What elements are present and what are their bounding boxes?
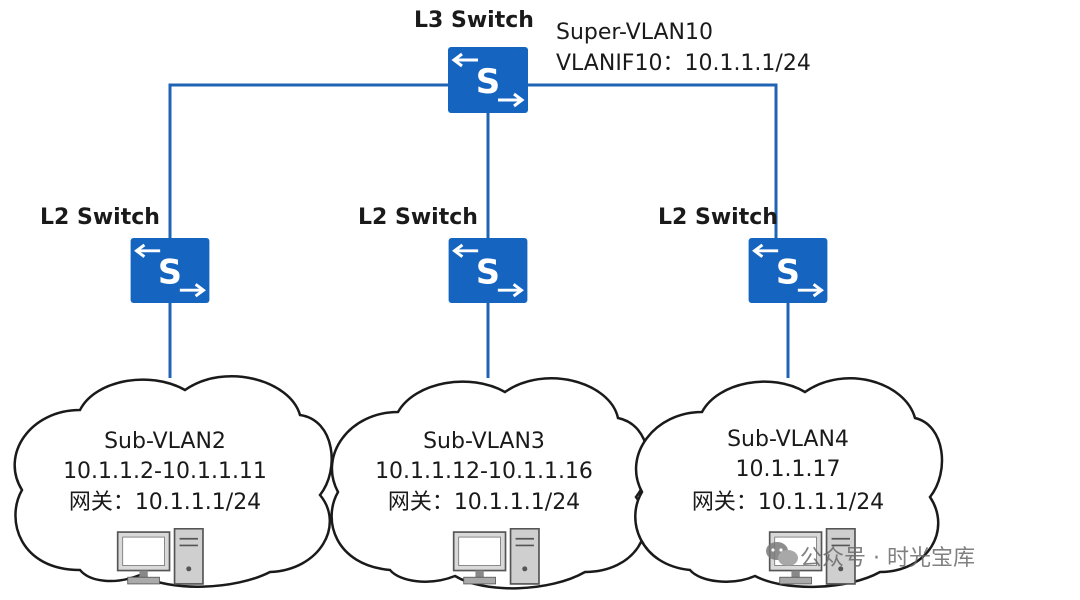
watermark-text: 公众号 · 时光宝库	[800, 546, 975, 571]
sub-vlan-range: 10.1.1.2-10.1.1.11	[63, 459, 267, 484]
sub-vlan-gateway: 网关：10.1.1.1/24	[692, 490, 884, 515]
cloud-sub-vlan3	[330, 377, 650, 590]
sub-vlan-range: 10.1.1.12-10.1.1.16	[375, 459, 593, 484]
switch-icon	[448, 238, 528, 303]
sub-vlan-name: Sub-VLAN2	[104, 429, 226, 454]
l2-switch-label: L2 Switch	[358, 205, 478, 230]
wechat-icon	[766, 542, 798, 566]
cloud-sub-vlan4	[634, 377, 944, 589]
link-l3-to-l2-left	[168, 83, 448, 238]
sub-vlan-gateway: 网关：10.1.1.1/24	[388, 490, 580, 515]
sub-vlan-name: Sub-VLAN4	[727, 427, 849, 452]
switch-icon	[448, 47, 528, 113]
cloud-sub-vlan2	[13, 375, 333, 588]
sub-vlan3-info: Sub-VLAN3 10.1.1.12-10.1.1.16 网关：10.1.1.…	[375, 429, 593, 515]
l2-switch-left[interactable]: L2 Switch	[40, 205, 210, 303]
l2-switch-middle[interactable]: L2 Switch	[358, 205, 528, 303]
sub-vlan-gateway: 网关：10.1.1.1/24	[69, 490, 261, 515]
sub-vlan2-info: Sub-VLAN2 10.1.1.2-10.1.1.11 网关：10.1.1.1…	[63, 429, 267, 515]
sub-vlan-range: 10.1.1.17	[736, 457, 841, 482]
l2-switch-right[interactable]: L2 Switch	[658, 205, 828, 303]
links	[168, 83, 790, 378]
super-vlan-label: Super-VLAN10	[556, 20, 713, 45]
l2-switch-label: L2 Switch	[658, 205, 778, 230]
vlanif-label: VLANIF10：10.1.1.1/24	[556, 51, 811, 76]
sub-vlan-name: Sub-VLAN3	[423, 429, 545, 454]
l3-switch[interactable]: L3 Switch	[414, 8, 534, 113]
l3-switch-label: L3 Switch	[414, 8, 534, 33]
watermark: 公众号 · 时光宝库	[766, 542, 975, 571]
switch-icon	[748, 238, 828, 303]
switch-icon	[130, 238, 210, 303]
link-l3-to-l2-right	[527, 83, 778, 238]
l2-switch-label: L2 Switch	[40, 205, 160, 230]
sub-vlan4-info: Sub-VLAN4 10.1.1.17 网关：10.1.1.1/24	[692, 427, 884, 515]
